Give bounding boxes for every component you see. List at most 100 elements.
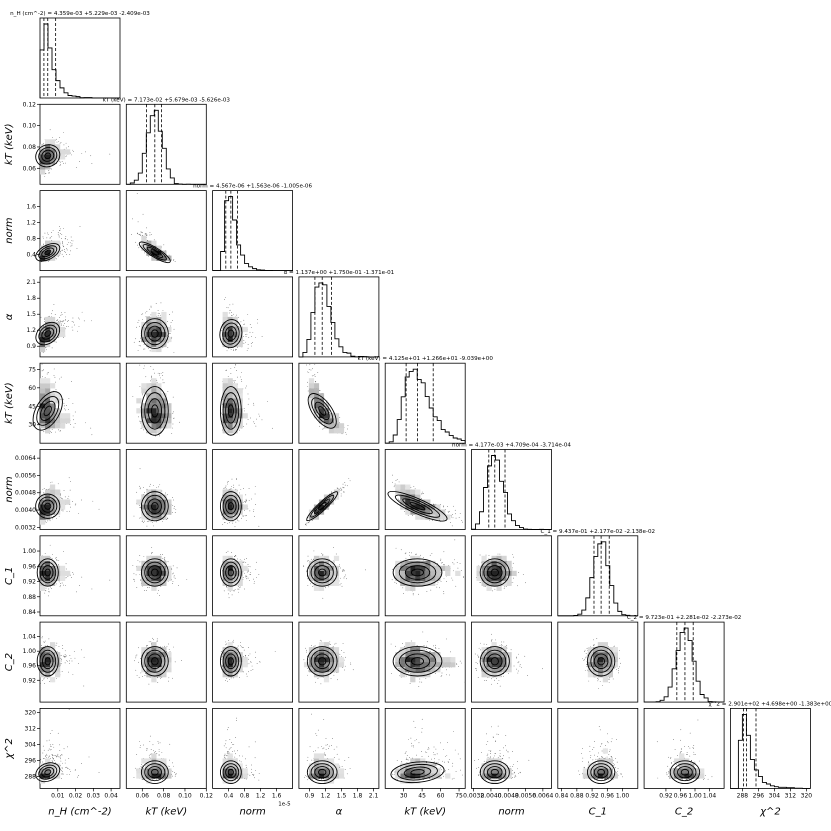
sample-point [172, 396, 174, 398]
sample-point [62, 249, 64, 251]
density-cell [161, 311, 167, 318]
sample-point [58, 236, 60, 238]
density-cell [166, 408, 172, 414]
sample-point [139, 364, 141, 366]
sample-point [228, 312, 230, 314]
sample-point [150, 305, 152, 307]
sample-point [60, 398, 62, 400]
density-cell [45, 139, 51, 145]
sample-point [246, 349, 248, 351]
sample-point [66, 155, 67, 157]
density-cell [308, 388, 315, 394]
sample-point [347, 424, 349, 426]
density-cell [222, 316, 228, 323]
density-cell [227, 378, 233, 384]
sample-point [45, 261, 47, 263]
density-cell [222, 378, 228, 384]
density-cell [242, 326, 248, 333]
sample-point [247, 344, 249, 345]
sample-point [57, 319, 59, 320]
sample-point [68, 409, 69, 410]
density-cell [60, 418, 66, 424]
sample-point [252, 331, 254, 333]
sample-point [322, 428, 324, 430]
sample-point [78, 326, 80, 328]
y-tick-label: 30 [28, 422, 36, 429]
contour-level [38, 147, 58, 165]
sample-point [249, 331, 251, 333]
density-cell [50, 393, 56, 399]
y-tick-label: 75 [28, 366, 36, 373]
sample-point [65, 142, 67, 144]
sample-point [140, 235, 141, 236]
panel-kT2-kT1 [125, 362, 207, 444]
sample-point [149, 350, 151, 352]
sample-point [231, 315, 232, 316]
sample-point [257, 318, 258, 320]
sample-point [224, 299, 225, 300]
sample-point [51, 347, 53, 349]
density-cell [65, 149, 71, 155]
sample-point [64, 323, 65, 324]
sample-point [241, 380, 243, 382]
sample-point [313, 375, 315, 377]
sample-point [250, 327, 252, 328]
sample-point [64, 319, 66, 321]
density-cell [151, 423, 157, 429]
sample-point [70, 245, 72, 247]
y-axis-label: norm [4, 217, 15, 244]
sample-point [244, 410, 245, 412]
sample-point [78, 317, 79, 319]
density-cell [136, 408, 142, 414]
sample-point [308, 369, 310, 370]
sample-point [267, 401, 268, 403]
density-cell [55, 144, 61, 150]
sample-point [168, 254, 170, 256]
density-cell [60, 413, 66, 419]
sample-point [156, 379, 158, 381]
y-tick-label: 1.2 [26, 220, 36, 227]
sample-point [237, 347, 238, 349]
sample-point [238, 326, 239, 327]
density-cell [242, 413, 248, 419]
y-tick-label: 0.8 [26, 236, 36, 243]
sample-point [230, 368, 232, 370]
sample-point [42, 352, 44, 353]
density-cell [166, 413, 172, 419]
sample-point [339, 417, 341, 418]
density-cell [151, 393, 157, 399]
sample-point [65, 316, 67, 318]
y-tick-label: 45 [28, 403, 36, 410]
sample-point [62, 321, 64, 322]
sample-point [53, 375, 55, 376]
sample-point [45, 173, 47, 174]
sample-point [251, 335, 252, 337]
sample-point [50, 431, 51, 432]
sample-point [85, 151, 86, 153]
sample-point [67, 239, 68, 241]
sample-point [140, 231, 142, 233]
sample-point [248, 336, 250, 338]
sample-point [221, 414, 223, 416]
sample-point [90, 320, 92, 322]
density-cell [55, 149, 61, 155]
sample-point [341, 433, 343, 435]
sample-point [155, 435, 156, 437]
density-cell [40, 423, 46, 429]
sample-point [65, 409, 67, 411]
sample-point [60, 163, 61, 165]
density-cell [50, 383, 56, 389]
density-cell [65, 418, 71, 424]
density-cell [313, 383, 320, 389]
density-cell [60, 154, 66, 160]
sample-point [74, 324, 75, 326]
sample-point [253, 404, 255, 406]
sample-point [44, 317, 45, 319]
sample-point [46, 373, 48, 375]
panel-frame [125, 103, 207, 185]
density-cell [45, 383, 51, 389]
sample-point [163, 244, 165, 246]
sample-point [162, 382, 164, 384]
